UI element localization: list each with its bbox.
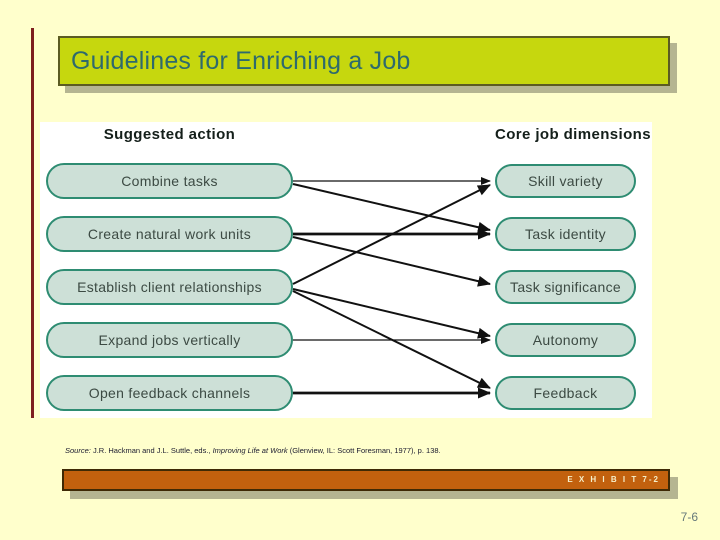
dimension-box-4: Feedback [495,376,636,410]
connector-arrow-3 [292,236,491,287]
dimension-box-0: Skill variety [495,164,636,198]
column-header-core-job-dimensions: Core job dimensions [495,126,651,143]
left-accent-rule [31,28,34,418]
connector-arrow-4 [292,184,491,285]
dimension-box-1: Task identity [495,217,636,251]
dimension-box-2: Task significance [495,270,636,304]
slide-title: Guidelines for Enriching a Job [71,47,411,75]
action-box-3: Expand jobs vertically [46,322,293,358]
exhibit-bar: E X H I B I T 7-2 [62,469,670,491]
dimension-box-3: Autonomy [495,323,636,357]
diagram-panel: Suggested action Core job dimensions Com… [40,122,652,418]
source-prefix: Source: [65,446,91,455]
source-authors: J.R. Hackman and J.L. Suttle, eds., [90,446,213,455]
title-bar: Guidelines for Enriching a Job [58,36,670,86]
action-box-1: Create natural work units [46,216,293,252]
action-box-0: Combine tasks [46,163,293,199]
source-citation: Source: J.R. Hackman and J.L. Suttle, ed… [65,446,625,455]
connector-arrow-6 [292,290,491,389]
column-header-suggested-action: Suggested action [103,126,236,143]
source-work-title: Improving Life at Work [212,446,288,455]
connector-arrow-1 [292,183,491,233]
action-box-2: Establish client relationships [46,269,293,305]
connector-arrow-5 [292,288,491,339]
page-number: 7-6 [680,510,698,524]
source-suffix: (Glenview, IL: Scott Foresman, 1977), p.… [287,446,441,455]
exhibit-label: E X H I B I T 7-2 [567,475,660,484]
action-box-4: Open feedback channels [46,375,293,411]
